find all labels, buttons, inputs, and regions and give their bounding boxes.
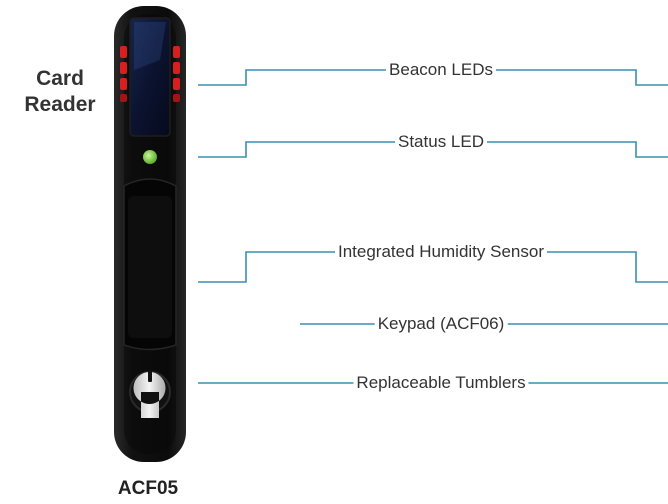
beacon-leds-left [120, 46, 127, 102]
card-reader-screen [129, 17, 171, 137]
model-label: ACF05 [117, 478, 179, 499]
beacon-led [173, 62, 180, 74]
beacon-led [173, 46, 180, 58]
card-reader-label-line1: Card [36, 67, 84, 90]
callout-label-humidity-sensor: Integrated Humidity Sensor [335, 242, 547, 262]
beacon-leds-right [173, 46, 180, 102]
callout-label-beacon-leds: Beacon LEDs [386, 60, 496, 80]
beacon-led [120, 78, 127, 90]
lock-device [114, 6, 186, 462]
beacon-led [120, 94, 127, 102]
screen-glare [134, 22, 166, 70]
status-led [143, 150, 157, 164]
handle-panel [128, 196, 172, 338]
beacon-led [120, 62, 127, 74]
callout-label-keypad: Keypad (ACF06) [374, 314, 508, 334]
key-cylinder [133, 372, 166, 418]
callout-label-status-led: Status LED [395, 132, 487, 152]
beacon-led [173, 78, 180, 90]
beacon-led [120, 46, 127, 58]
beacon-led [173, 94, 180, 102]
card-reader-label: Card Reader [14, 66, 106, 118]
callout-lines [198, 69, 668, 384]
callout-label-tumblers: Replaceable Tumblers [353, 373, 529, 393]
card-reader-label-line2: Reader [24, 93, 96, 116]
keyway [148, 370, 152, 382]
